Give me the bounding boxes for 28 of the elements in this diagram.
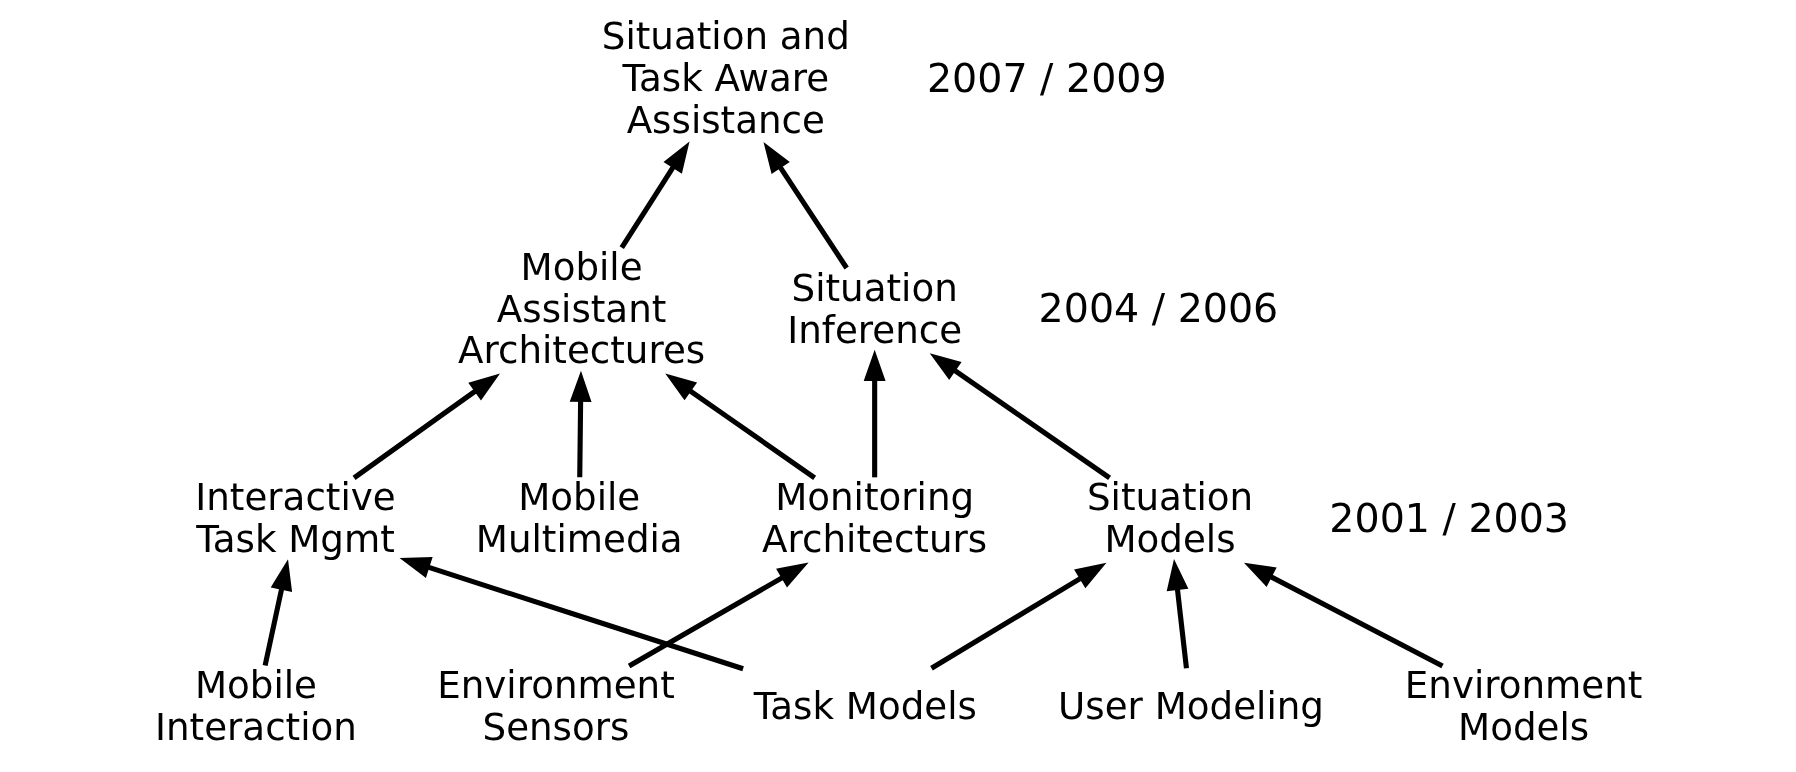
node-text: Monitoring Architecturs <box>761 474 987 561</box>
node-text: Interactive Task Mgmt <box>194 474 396 561</box>
arrow <box>763 141 849 270</box>
node-text: Situation Inference <box>786 265 962 352</box>
node-text: Situation Models <box>1086 474 1253 561</box>
arrow <box>399 557 744 672</box>
node-text: Mobile Multimedia <box>475 474 683 561</box>
node-text: Environment Models <box>1404 663 1642 750</box>
node-text: Mobile Interaction <box>154 663 357 750</box>
node-text: Task Models <box>753 684 977 729</box>
arrow <box>929 353 1111 480</box>
arrow <box>569 370 592 478</box>
arrow <box>1166 559 1189 669</box>
arrow <box>664 373 816 480</box>
arrow <box>863 349 886 478</box>
node-text: Situation and Task Aware Assistance <box>601 14 850 143</box>
arrow <box>262 559 292 667</box>
arrow <box>929 562 1106 671</box>
label: 2004 / 2006 <box>1038 285 1278 332</box>
node-text: Environment Sensors <box>436 663 675 750</box>
arrow <box>1243 562 1444 669</box>
arrow <box>352 373 500 480</box>
node-text: User Modeling <box>1057 684 1324 729</box>
label: 2001 / 2003 <box>1328 494 1569 541</box>
arrow <box>619 141 690 249</box>
arrow <box>627 562 809 669</box>
node-text: Mobile Assistant Architectures <box>457 244 705 373</box>
label: 2007 / 2009 <box>926 55 1167 101</box>
